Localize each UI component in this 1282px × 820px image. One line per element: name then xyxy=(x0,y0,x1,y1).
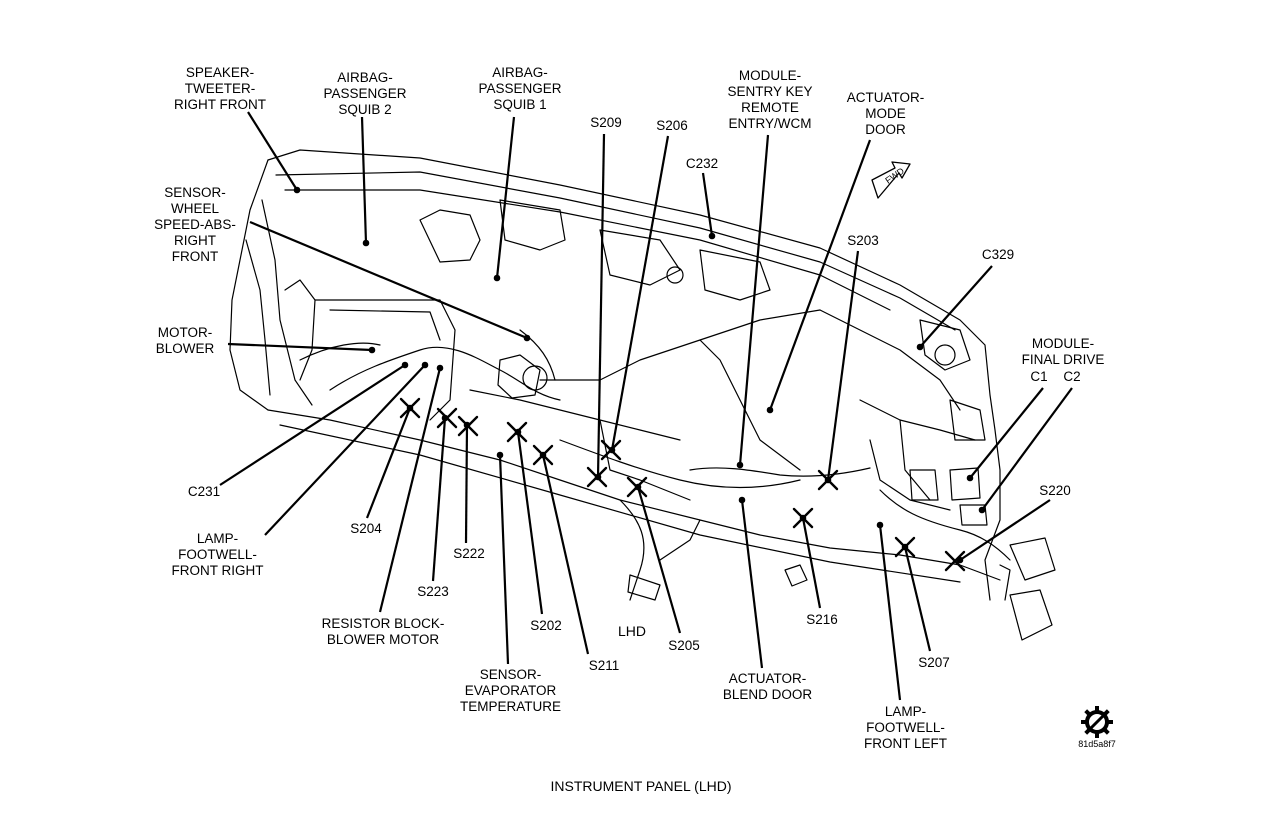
leader-end-airbag-squib-1 xyxy=(493,274,501,282)
leader-line-airbag-squib-2 xyxy=(360,116,368,244)
leader-line-c329 xyxy=(919,265,993,348)
diagram-caption: INSTRUMENT PANEL (LHD) xyxy=(550,778,732,794)
label-motor-blower: MOTOR- BLOWER xyxy=(155,325,215,356)
leader-end-s204 xyxy=(406,404,414,412)
leader-end-s205 xyxy=(634,483,642,491)
label-s209: S209 xyxy=(590,115,622,130)
label-s204: S204 xyxy=(350,521,382,536)
label-s220: S220 xyxy=(1039,483,1071,498)
label-actuator-blend-door: ACTUATOR- BLEND DOOR xyxy=(722,671,813,702)
label-c1: C1 xyxy=(1030,369,1048,384)
leader-end-actuator-blend xyxy=(738,496,746,504)
leader-end-s220 xyxy=(956,556,964,564)
leader-line-sensor-wheel xyxy=(249,220,528,340)
label-sensor-wheel-speed: SENSOR- WHEEL SPEED-ABS- RIGHT FRONT xyxy=(154,185,236,264)
label-lamp-footwell-left: LAMP- FOOTWELL- FRONT LEFT xyxy=(863,704,947,751)
leader-line-speaker-tweeter xyxy=(247,111,298,191)
leader-line-s220 xyxy=(959,499,1051,561)
leader-end-module-sentry xyxy=(736,461,744,469)
fwd-label: FWD xyxy=(883,165,906,185)
leader-line-s203 xyxy=(826,250,860,481)
leader-line-c232 xyxy=(701,172,714,237)
leader-line-s216 xyxy=(801,517,822,609)
leader-end-motor-blower xyxy=(368,346,376,354)
leader-line-actuator-mode xyxy=(768,139,872,411)
leader-end-s223 xyxy=(441,414,449,422)
leader-line-s204 xyxy=(365,407,412,519)
label-s205: S205 xyxy=(668,638,700,653)
leader-line-resistor xyxy=(378,367,442,613)
leader-line-actuator-blend xyxy=(740,499,764,669)
instrument-panel-illustration xyxy=(229,149,1056,641)
label-s222: S222 xyxy=(453,546,485,561)
leader-end-s206 xyxy=(608,446,616,454)
leader-end-sensor-wheel xyxy=(523,334,531,342)
gear-icon xyxy=(1081,706,1113,738)
leader-line-c1 xyxy=(969,387,1044,479)
label-sensor-evaporator: SENSOR- EVAPORATOR TEMPERATURE xyxy=(459,667,561,714)
label-lamp-footwell-right: LAMP- FOOTWELL- FRONT RIGHT xyxy=(171,531,264,578)
leader-line-s202 xyxy=(516,431,544,615)
leader-line-motor-blower xyxy=(227,342,373,352)
label-c231: C231 xyxy=(187,484,221,499)
leader-end-resistor xyxy=(436,364,444,372)
leader-end-s216 xyxy=(799,514,807,522)
leader-end-lamp-left xyxy=(876,521,884,529)
lhd-label: LHD xyxy=(618,623,647,639)
leader-line-s207 xyxy=(903,546,932,652)
leader-end-c231 xyxy=(401,361,409,369)
label-airbag-squib-2: AIRBAG- PASSENGER SQUIB 2 xyxy=(323,70,407,117)
label-s216: S216 xyxy=(806,612,838,627)
label-module-sentry-key: MODULE- SENTRY KEY REMOTE ENTRY/WCM xyxy=(727,68,813,131)
leader-line-s205 xyxy=(636,486,682,634)
leader-line-s223 xyxy=(431,417,447,582)
label-speaker-tweeter: SPEAKER- TWEETER- RIGHT FRONT xyxy=(174,65,266,112)
leader-end-c2 xyxy=(978,506,986,514)
figure-id: 81d5a8f7 xyxy=(1078,739,1116,749)
label-module-final-drive: MODULE- FINAL DRIVE xyxy=(1021,336,1105,367)
leader-end-airbag-squib-2 xyxy=(362,239,370,247)
leader-end-c232 xyxy=(708,232,716,240)
leader-end-c329 xyxy=(916,343,924,351)
leader-line-s206 xyxy=(610,135,670,451)
leader-line-s222 xyxy=(464,424,469,544)
leader-end-actuator-mode xyxy=(766,406,774,414)
leader-end-s202 xyxy=(514,428,522,436)
leader-end-s211 xyxy=(539,451,547,459)
leader-lines xyxy=(219,111,1073,701)
leader-end-s207 xyxy=(901,543,909,551)
leader-end-s222 xyxy=(463,421,471,429)
leader-line-sensor-evap xyxy=(498,454,510,665)
leader-end-s203 xyxy=(824,476,832,484)
leader-end-speaker-tweeter xyxy=(293,186,301,194)
label-s211: S211 xyxy=(588,658,620,673)
label-c329: C329 xyxy=(981,247,1015,262)
label-s223: S223 xyxy=(417,584,449,599)
leader-line-s209 xyxy=(596,133,606,478)
label-c232: C232 xyxy=(685,156,719,171)
leader-line-c231 xyxy=(219,364,406,486)
label-s207: S207 xyxy=(918,655,950,670)
leader-line-module-sentry xyxy=(738,134,770,466)
label-airbag-squib-1: AIRBAG- PASSENGER SQUIB 1 xyxy=(478,65,562,112)
label-c2: C2 xyxy=(1063,369,1081,384)
leader-end-lamp-right xyxy=(421,361,429,369)
leader-line-s211 xyxy=(541,454,590,655)
leader-end-sensor-evap xyxy=(496,451,504,459)
leader-end-c1 xyxy=(966,474,974,482)
label-resistor-block: RESISTOR BLOCK- BLOWER MOTOR xyxy=(321,616,445,647)
splice-mark-s220 xyxy=(944,550,966,572)
label-actuator-mode-door: ACTUATOR- MODE DOOR xyxy=(846,90,925,137)
label-s202: S202 xyxy=(530,618,562,633)
label-s206: S206 xyxy=(656,118,688,133)
leader-line-lamp-right xyxy=(264,364,426,536)
label-s203: S203 xyxy=(847,233,879,248)
leader-line-lamp-left xyxy=(878,524,902,701)
leader-line-airbag-squib-1 xyxy=(495,116,516,279)
leader-line-c2 xyxy=(981,387,1073,511)
leader-end-s209 xyxy=(594,473,602,481)
